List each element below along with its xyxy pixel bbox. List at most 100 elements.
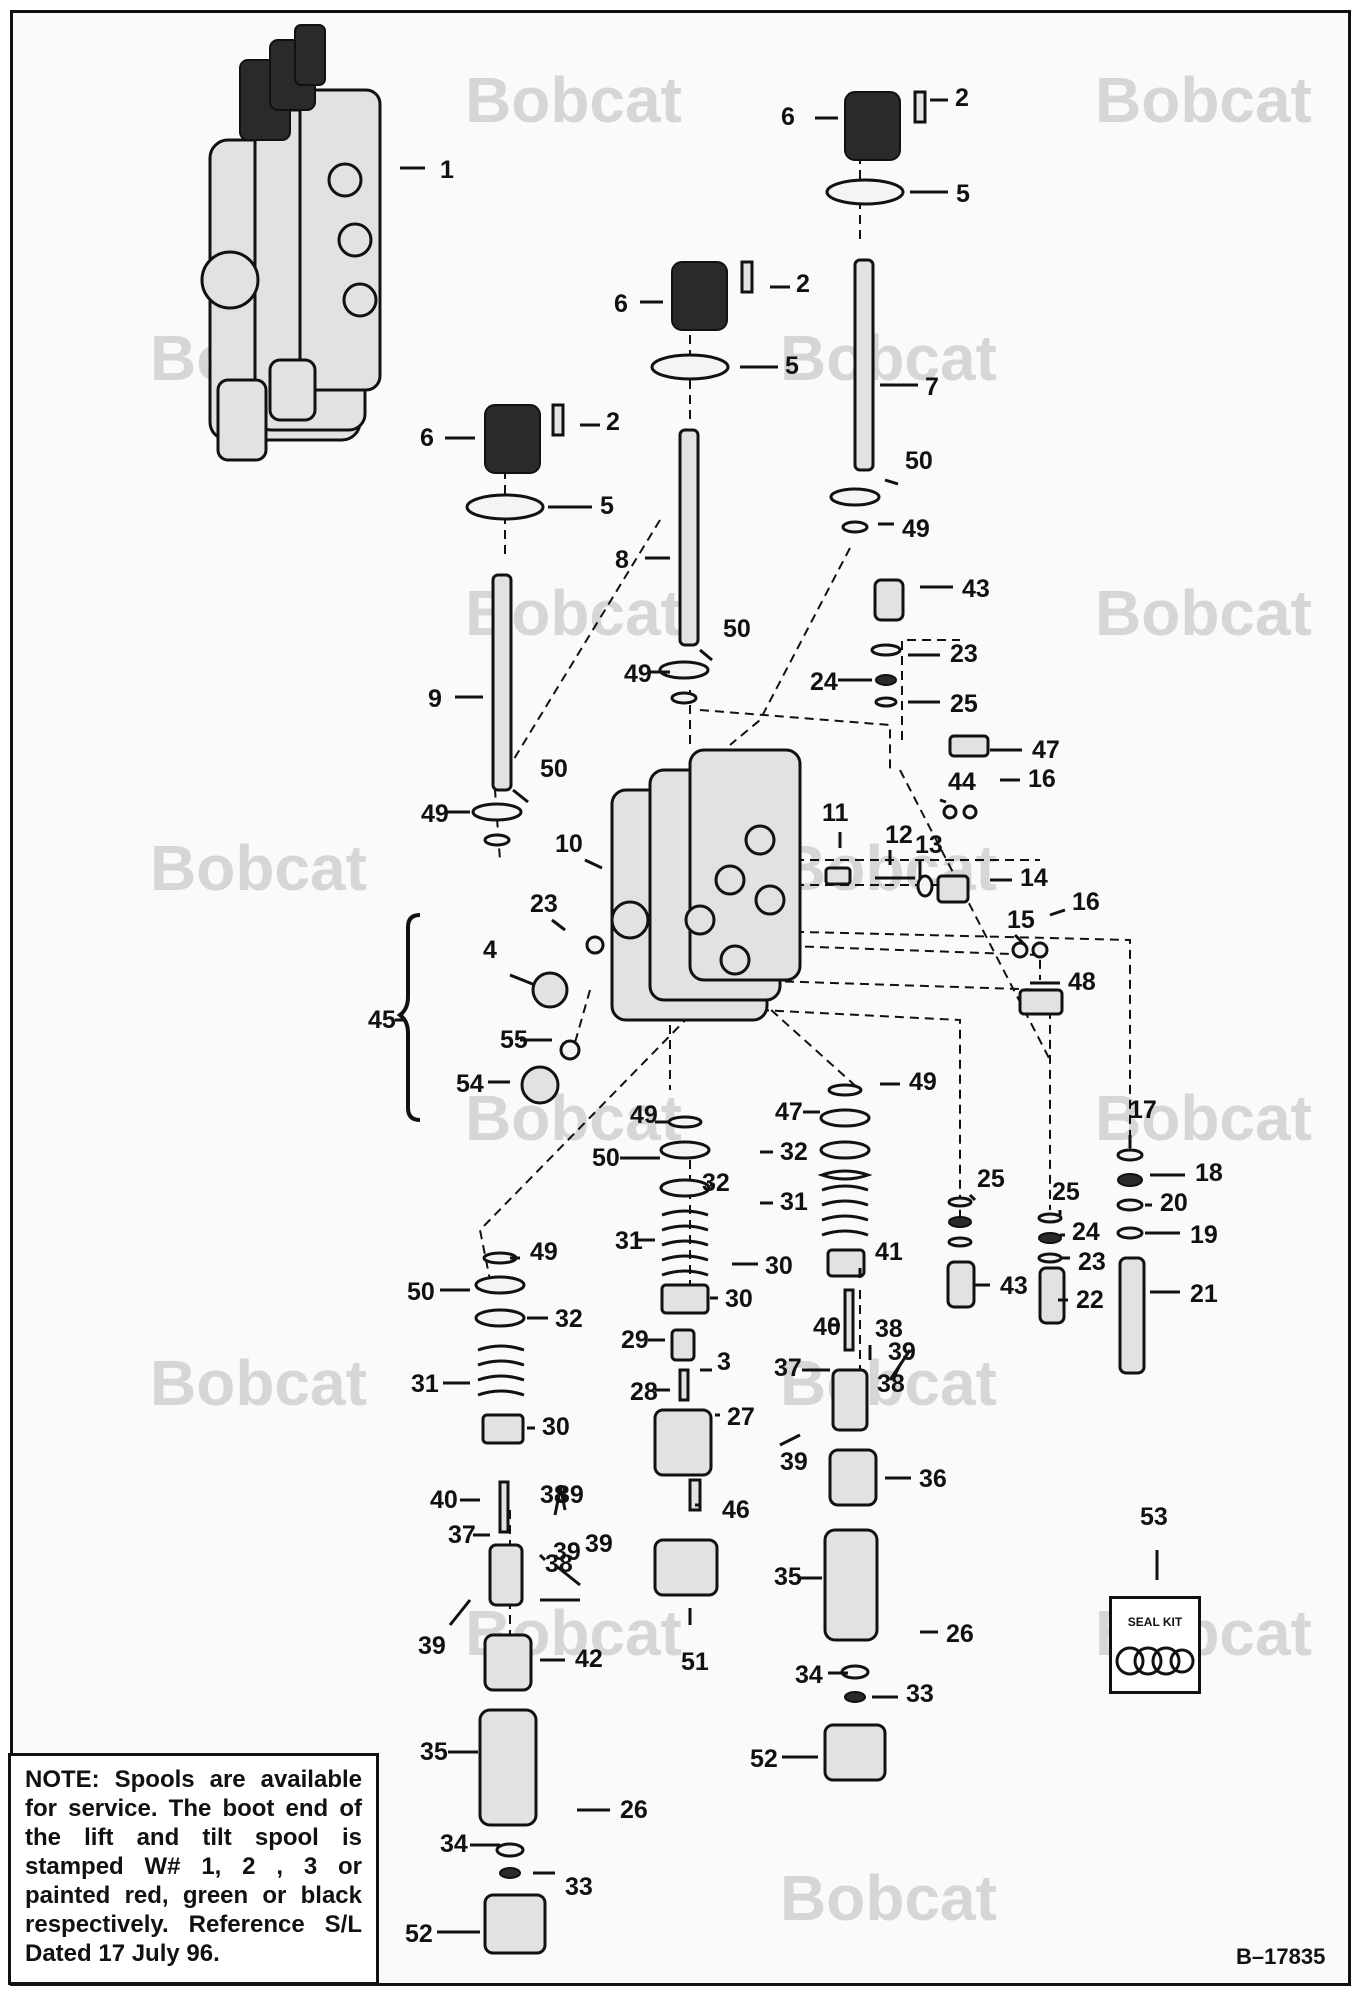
part-label: 47 — [1032, 736, 1060, 764]
part-label: 51 — [681, 1648, 709, 1676]
part-label: 37 — [448, 1521, 476, 1549]
part-label: 24 — [1072, 1218, 1100, 1246]
part-label: 2 — [796, 270, 810, 298]
part-label: 5 — [956, 180, 970, 208]
part-label: 16 — [1028, 765, 1056, 793]
leader-line — [512, 788, 529, 804]
part-label: 16 — [1072, 888, 1100, 916]
leader-line — [509, 973, 536, 987]
part-label: 7 — [925, 373, 939, 401]
part-label: 28 — [630, 1378, 658, 1406]
leader-line — [554, 1563, 581, 1587]
part-label: 40 — [430, 1486, 458, 1514]
part-label: 15 — [1007, 906, 1035, 934]
part-label: 29 — [621, 1326, 649, 1354]
part-label: 50 — [905, 447, 933, 475]
part-label: 26 — [620, 1796, 648, 1824]
part-label: 50 — [540, 755, 568, 783]
part-label: 18 — [1195, 1159, 1223, 1187]
part-label: 31 — [411, 1370, 439, 1398]
part-label: 33 — [565, 1873, 593, 1901]
part-label: 48 — [1068, 968, 1096, 996]
part-label: 2 — [955, 84, 969, 112]
part-label: 49 — [902, 515, 930, 543]
part-label: 34 — [795, 1661, 823, 1689]
watermark-text: Bobcat — [150, 1347, 367, 1419]
part-label: 49 — [530, 1238, 558, 1266]
part-label: 40 — [813, 1313, 841, 1341]
part-label: 25 — [977, 1165, 1005, 1193]
part-label: 11 — [822, 799, 849, 827]
leader-line — [553, 1489, 562, 1516]
part-label: 43 — [962, 575, 990, 603]
watermark-text: Bobcat — [465, 64, 682, 136]
leader-line — [551, 918, 566, 932]
leader-line — [448, 1599, 472, 1626]
leader-line — [779, 1433, 801, 1447]
note-box: NOTE: Spools are available for service. … — [8, 1753, 379, 1985]
part-label: 39 — [553, 1538, 581, 1566]
watermark-text: Bobcat — [465, 1082, 682, 1154]
part-label: 13 — [915, 831, 943, 859]
part-label: 39 — [418, 1632, 446, 1660]
part-label: 36 — [919, 1465, 947, 1493]
part-label: 49 — [624, 660, 652, 688]
screw-parts — [551, 90, 927, 437]
part-label: 32 — [702, 1169, 730, 1197]
valve-body — [610, 748, 802, 1022]
part-label: 39 — [556, 1481, 584, 1509]
leader-line — [888, 1349, 912, 1381]
part-label: 31 — [780, 1188, 808, 1216]
part-label: 6 — [781, 103, 795, 131]
part-label: 42 — [575, 1645, 603, 1673]
part-label: 2 — [606, 408, 620, 436]
part-label: 49 — [909, 1068, 937, 1096]
center-right-stack — [817, 1083, 887, 1782]
part-label: 32 — [780, 1138, 808, 1166]
part-label: 54 — [456, 1070, 484, 1098]
part-label: 50 — [723, 615, 751, 643]
part-label: 1 — [440, 156, 454, 184]
seal-kit-label: SEAL KIT — [1127, 1615, 1183, 1629]
part-label: 23 — [950, 640, 978, 668]
part-label: 50 — [407, 1278, 435, 1306]
part-label: 52 — [405, 1920, 433, 1948]
part-label: 44 — [948, 768, 976, 796]
part-label: 10 — [555, 830, 583, 858]
part-label: 39 — [585, 1530, 613, 1558]
part-label: 4 — [483, 936, 497, 964]
leader-line — [968, 1193, 977, 1202]
part-label: 30 — [542, 1413, 570, 1441]
watermark-text: Bobcat — [1095, 1082, 1312, 1154]
part-label: 30 — [725, 1285, 753, 1313]
watermark-text: Bobcat — [1095, 64, 1312, 136]
watermark-text: Bobcat — [150, 832, 367, 904]
leader-line — [884, 478, 899, 486]
side-small-parts — [520, 578, 1064, 1105]
leader-line — [538, 1553, 547, 1562]
watermark-text: Bobcat — [780, 322, 997, 394]
part-label: 38 — [877, 1370, 905, 1398]
group-brace — [396, 913, 421, 1122]
figure-number: B–17835 — [1236, 1944, 1326, 1969]
part-label: 49 — [421, 800, 449, 828]
part-label: 23 — [1078, 1248, 1106, 1276]
plate-parts — [465, 178, 905, 521]
part-label: 35 — [774, 1563, 802, 1591]
note-title: NOTE: — [25, 1766, 100, 1793]
part-label: 12 — [885, 821, 913, 849]
part-label: 31 — [615, 1227, 643, 1255]
watermark-text: Bobcat — [780, 1862, 997, 1934]
boot-parts — [484, 91, 901, 474]
note-text: Spools are available for service. The bo… — [25, 1766, 363, 1967]
part-label: 32 — [555, 1305, 583, 1333]
part-label: 41 — [875, 1238, 903, 1266]
part-label: 23 — [530, 890, 558, 918]
part-label: 9 — [428, 685, 442, 713]
part-label: 38 — [545, 1550, 573, 1578]
part-label: 46 — [722, 1496, 750, 1524]
part-label: 34 — [440, 1830, 468, 1858]
left-stack — [474, 1251, 547, 1955]
